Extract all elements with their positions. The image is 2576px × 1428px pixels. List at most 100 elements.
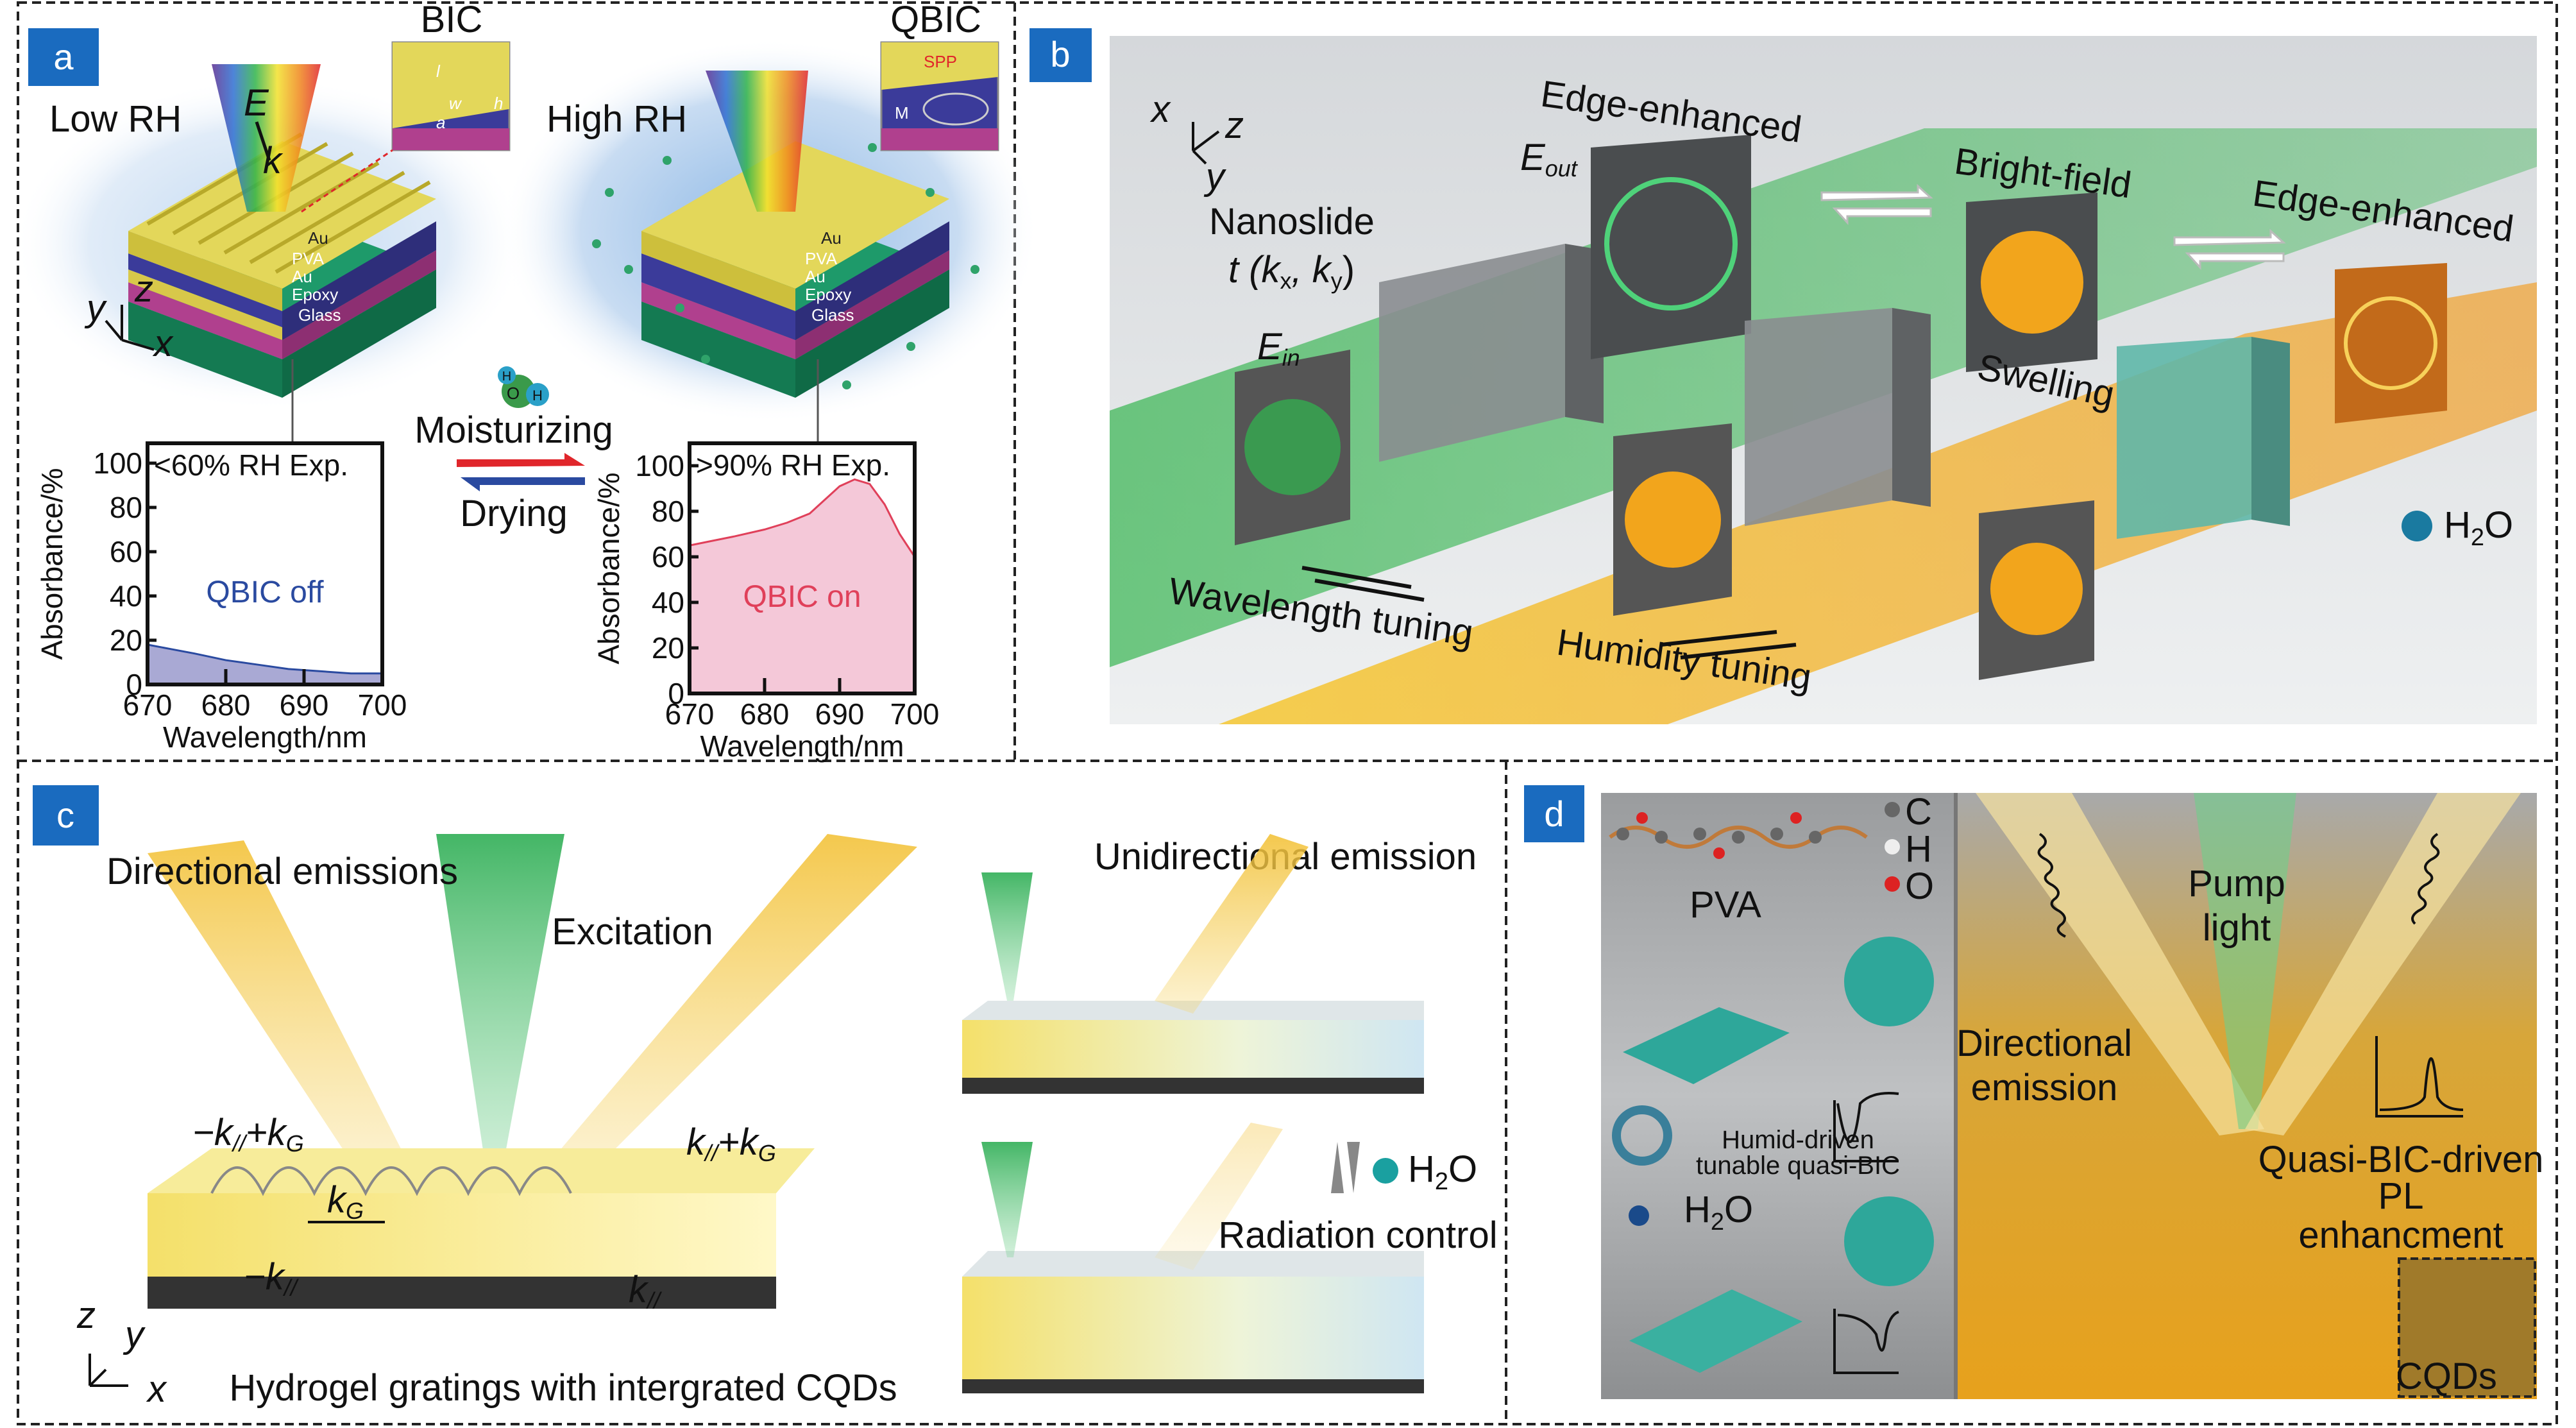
- layer-au-bottom: Au: [292, 267, 312, 286]
- atom-h: H: [532, 387, 543, 404]
- panel-label: d: [1544, 794, 1564, 834]
- e-in-label: Ein: [1257, 326, 1300, 371]
- x-tick-label: 680: [201, 688, 251, 722]
- plus-k: +k: [246, 1112, 288, 1153]
- legend-c: C: [1905, 791, 1932, 833]
- chart-annotation: QBIC off: [206, 575, 324, 609]
- switch-arrow: [1331, 1142, 1360, 1193]
- h2o-label: H2O: [1684, 1189, 1753, 1236]
- inset-l: l: [436, 62, 441, 81]
- atom-o: O: [507, 384, 520, 403]
- nanoslide-label: Nanoslide: [1209, 201, 1375, 242]
- hydrogel-grating: [148, 1193, 776, 1277]
- panel-label: c: [56, 795, 74, 835]
- h: H: [1408, 1148, 1435, 1190]
- device-high-rh: Au PVA Au Epoxy Glass SPP M: [592, 41, 999, 398]
- panel-borders: [17, 1, 2558, 1425]
- y-axis-label: Absorbance/%: [592, 472, 625, 664]
- grating-profile: [210, 1166, 572, 1196]
- low-rh-label: Low RH: [49, 98, 182, 140]
- layer-epoxy: Epoxy: [805, 285, 851, 304]
- device-low-rh: Au PVA Au Epoxy Glass E k w h a l y z x: [84, 41, 511, 398]
- spectrum-dry: [1833, 1092, 1899, 1162]
- panel-label-box: [33, 785, 99, 846]
- y-tick-label: 100: [93, 446, 142, 480]
- oxygen-atom-icon: [1885, 876, 1900, 892]
- absorbance-line: [147, 643, 382, 675]
- minus-k: −k: [192, 1112, 235, 1153]
- inset-w: w: [449, 94, 462, 113]
- radiation-control-label: Radiation control: [1218, 1214, 1497, 1256]
- drying-arrow: [461, 477, 585, 491]
- absorbance-area: [148, 644, 382, 684]
- plot-area: [148, 443, 382, 684]
- layer-au-top: Au: [308, 228, 328, 248]
- water-molecule-icon: [1629, 1205, 1649, 1226]
- excitation-beam: [436, 834, 564, 1180]
- e-in-symbol: E: [1257, 326, 1283, 368]
- water-molecule-icon: [2402, 511, 2432, 541]
- quasi-bic-driven-label: Quasi-BIC-driven: [2258, 1139, 2544, 1180]
- output-edge-leaf: [1591, 135, 1751, 359]
- pva-grating-swollen: [1629, 1289, 1802, 1373]
- light-label: light: [2203, 907, 2271, 949]
- k: k: [629, 1269, 649, 1311]
- chart-title: <60% RH Exp.: [154, 448, 348, 482]
- enhancement-label: enhancment: [2298, 1214, 2503, 1256]
- pump-label: Pump: [2188, 863, 2285, 905]
- moisturizing-label: Moisturizing: [414, 409, 613, 451]
- carbon-atom-icon: [1885, 802, 1900, 817]
- sub-g: G: [286, 1130, 304, 1157]
- wave-left: [2037, 833, 2066, 938]
- layer-au-bottom: Au: [805, 267, 826, 286]
- sub-2: 2: [1435, 1168, 1448, 1195]
- axis-x: x: [152, 323, 174, 364]
- y-tick-label: 40: [110, 579, 142, 613]
- cqds-label: CQDs: [2396, 1356, 2497, 1397]
- sub-g: G: [346, 1198, 364, 1224]
- e-in-subscript: in: [1282, 344, 1300, 371]
- drying-label: Drying: [460, 493, 568, 534]
- emission-beam-left: [1976, 793, 2264, 1135]
- minus-k: −k: [244, 1256, 286, 1298]
- x-tick-label: 670: [123, 688, 173, 722]
- cqds-inset: [2398, 1257, 2536, 1398]
- e-out-symbol: E: [1520, 137, 1546, 178]
- qbic-label: QBIC: [890, 0, 981, 40]
- layer-pva: PVA: [805, 249, 838, 268]
- minus-k-label: −k//: [244, 1256, 300, 1301]
- x-tick-label: 700: [890, 697, 940, 731]
- panel-c: c Directional emissions Excitation Unidi…: [33, 785, 1498, 1410]
- emission-label: emission: [1971, 1067, 2118, 1109]
- sub-g: G: [758, 1140, 776, 1166]
- spectrum-swollen: [1833, 1309, 1899, 1374]
- panel-label-box: [28, 28, 99, 86]
- bic-label: BIC: [421, 0, 483, 40]
- x-axis-label: Wavelength/nm: [700, 729, 904, 763]
- absorbance-area: [690, 479, 915, 693]
- o: O: [1724, 1189, 1753, 1230]
- axis-y: y: [84, 287, 107, 329]
- wave-right: [2411, 833, 2440, 925]
- y-tick-label: 20: [652, 631, 684, 665]
- sub-x: x: [1280, 268, 1292, 294]
- panel-label-box: [1030, 28, 1092, 82]
- zoom-dry: [1844, 937, 1934, 1026]
- k-plus-kg-label: k//+kG: [686, 1121, 776, 1166]
- layer-au-top: Au: [821, 228, 842, 248]
- x-tick-label: 690: [815, 697, 865, 731]
- x-tick-label: 680: [740, 697, 790, 731]
- kg-label: kG: [327, 1179, 364, 1224]
- chart-title: >90% RH Exp.: [696, 448, 890, 482]
- atom-h: H: [502, 370, 511, 384]
- switch-arrows: [1820, 183, 2286, 270]
- axis-z: z: [134, 268, 153, 310]
- k: k: [327, 1179, 348, 1221]
- y-tick-label: 60: [110, 535, 142, 568]
- e-out-label: Eout: [1520, 137, 1579, 182]
- inset-h: h: [494, 94, 503, 113]
- hydrogen-atom-icon: [1885, 839, 1900, 854]
- t-end: ): [1343, 249, 1355, 291]
- water-molecule: O H H: [498, 366, 549, 408]
